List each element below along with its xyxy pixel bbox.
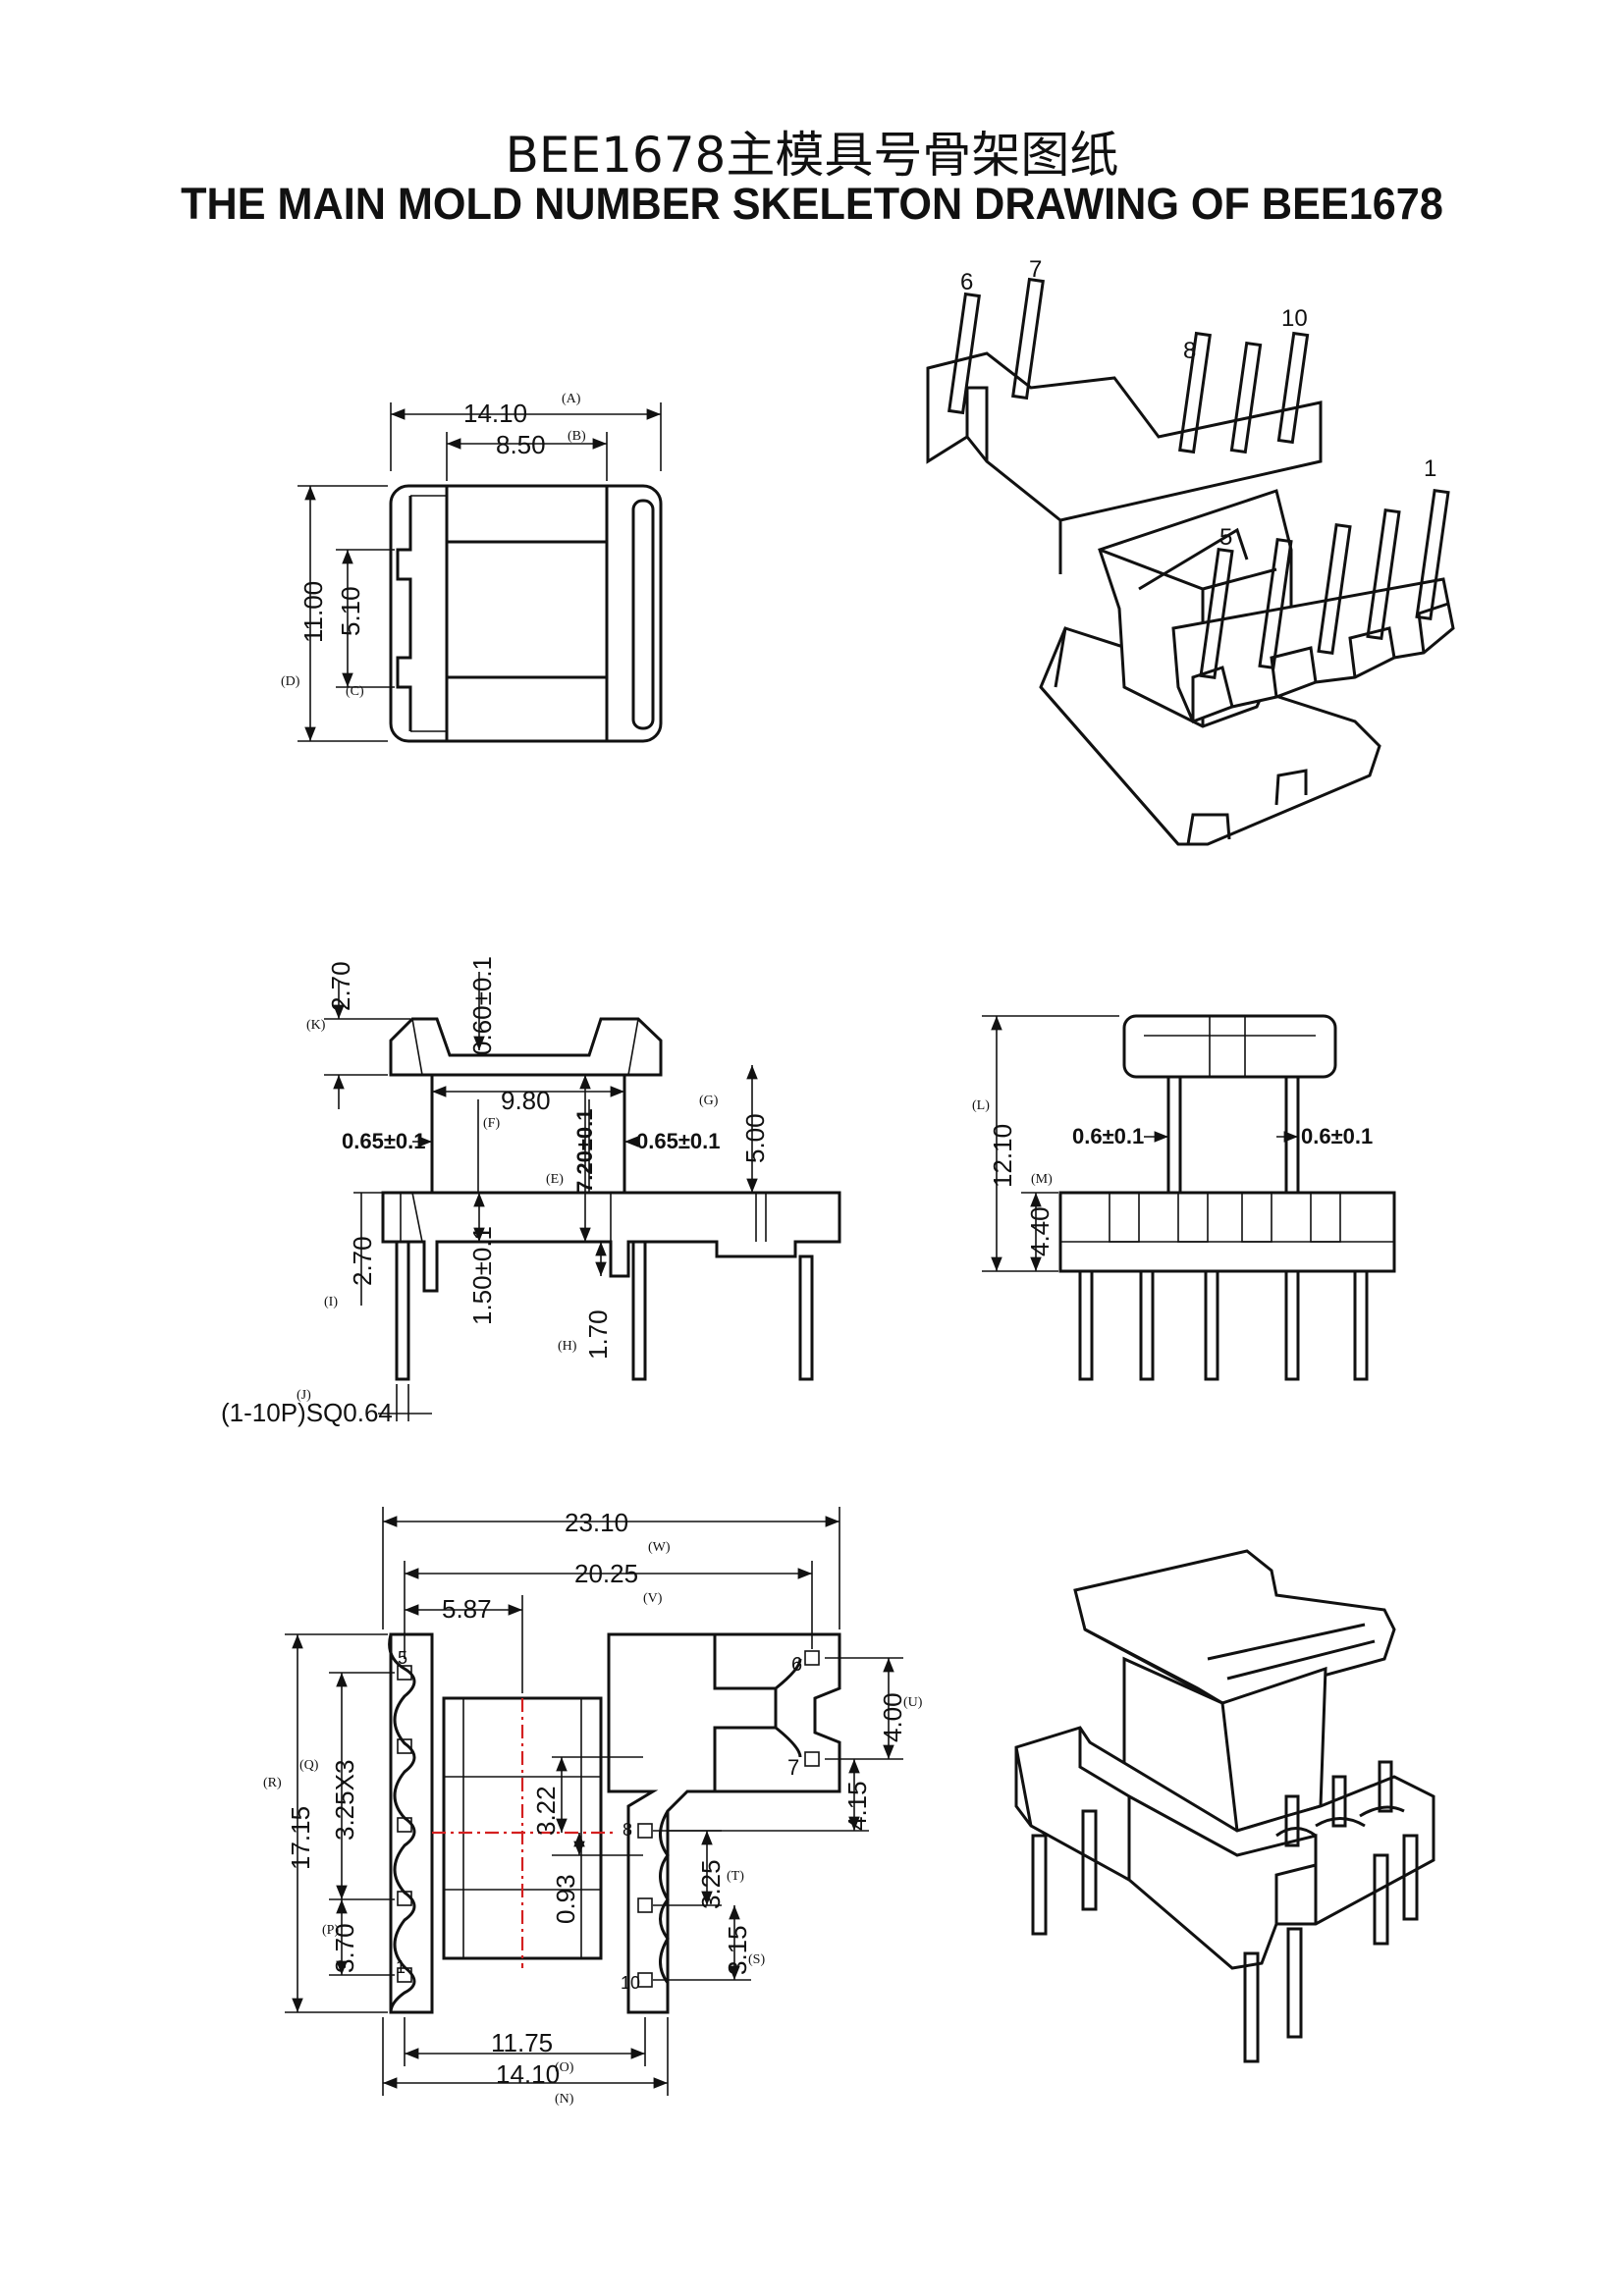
dim-bottom-total: 23.10 [565,1508,628,1537]
dim-bottom-322: 3.22 [531,1786,561,1836]
label-top-height: (D) [281,674,300,689]
top-view: 14.10 (A) 8.50 (B) 11.00 (D) 5.10 (C) [281,392,663,743]
top-view-left-flange [396,496,412,731]
label-side-total: (L) [972,1098,990,1113]
iso-bottom-pins [1031,1760,1419,2063]
label-front-flange: (K) [306,1018,326,1033]
dim-front-wall: 0.60±0.1 [467,956,497,1055]
label-bottom-height: (R) [263,1776,282,1790]
dim-bottom-093: 0.93 [551,1874,580,1924]
front-top-flange [389,1017,663,1077]
dim-front-step: 1.50±0.1 [467,1226,497,1325]
front-view: 2.70 (K) 0.60±0.1 9.80 (F) (G) 0.65±0.1 … [221,956,841,1427]
top-view-outline [389,484,663,743]
iso-top-pin-8: 8 [1183,338,1196,364]
top-view-right-flange [631,499,655,730]
iso-top-pin-row [1171,577,1455,723]
front-pin-spec: (1-10P)SQ0.64 [221,1398,393,1427]
dim-front-window: 7.20±0.1 [572,1109,597,1193]
bottom-pin-1: 1 [396,1957,406,1977]
bottom-pin-10: 10 [621,1973,640,1993]
dim-front-pin-offset: 1.70 [583,1309,613,1360]
side-view: 12.10 (L) 4.40 (M) 0.6±0.1 0.6±0.1 [972,1014,1396,1381]
label-bottom-span: (V) [643,1591,663,1606]
dim-bottom-pitch: 3.25X3 [330,1760,359,1841]
bottom-pin-8: 8 [623,1820,632,1840]
iso-top-pins [947,277,1450,680]
bottom-left-pins [397,1665,412,1983]
dim-bottom-height: 17.15 [286,1806,315,1870]
label-front-window: (E) [546,1172,564,1187]
dim-front-height: 5.00 [740,1113,770,1163]
bottom-right-pins [637,1650,820,1988]
dim-bottom-315: 3.15 [723,1925,752,1975]
bottom-pin-5: 5 [398,1648,407,1668]
dim-side-total: 12.10 [988,1124,1017,1188]
dim-bottom-span: 20.25 [574,1559,638,1588]
dim-bottom-pitch-end: 3.70 [330,1923,359,1973]
iso-top-pin-10: 10 [1281,305,1308,332]
iso-top-pin-1: 1 [1424,455,1436,482]
front-pin-right [798,1255,814,1381]
label-front-pin: (J) [297,1388,311,1403]
dim-top-slot: 5.10 [336,586,365,636]
label-front-g: (G) [699,1094,719,1108]
label-top-inner: (B) [568,429,586,444]
label-bottom-pitch-end: (P) [322,1923,339,1938]
dim-side-right-tol: 0.6±0.1 [1301,1124,1373,1148]
side-top-flange [1122,1014,1337,1079]
dim-front-flange: 2.70 [326,961,355,1011]
label-side-base: (M) [1031,1172,1053,1187]
label-bottom-315: (S) [748,1952,765,1967]
label-bottom-u: (U) [903,1695,923,1710]
side-base [1058,1191,1396,1273]
dim-front-base: 2.70 [348,1236,377,1286]
label-bottom-325: (T) [727,1869,744,1884]
bottom-right-structure [607,1632,841,2014]
label-front-pin-offset: (H) [558,1339,577,1354]
dim-side-left-tol: 0.6±0.1 [1072,1124,1144,1148]
iso-view-top: 6 7 8 10 1 5 [926,256,1455,846]
iso-top-pin-5: 5 [1219,524,1232,551]
side-pins [1078,1269,1369,1381]
label-bottom-total: (W) [648,1540,671,1555]
label-top-width: (A) [562,392,581,406]
iso-top-pin-7: 7 [1029,256,1042,283]
dim-bottom-1410: 14.10 [496,2059,560,2089]
bottom-view: 5 1 6 7 8 10 23.10 (W) 20.25 (V) 5.87 17… [263,1507,923,2107]
dim-bottom-415: 4.15 [842,1781,872,1831]
dim-bottom-offset: 5.87 [442,1594,492,1624]
dim-bottom-325: 3.25 [696,1859,726,1909]
front-pin-mid [631,1240,647,1381]
dim-side-base: 4.40 [1025,1206,1055,1256]
label-bottom-1175: (O) [555,2060,574,2075]
iso-view-bottom [1014,1549,1435,2063]
dim-bottom-u: 4.00 [878,1692,907,1742]
bottom-pin-7: 7 [787,1755,799,1780]
label-bottom-1410: (N) [555,2092,574,2107]
iso-top-pin-6: 6 [960,269,973,295]
title-chinese: BEE1678主模具号骨架图纸 [505,127,1119,184]
label-top-slot: (C) [346,684,364,699]
dim-front-right-tol: 0.65±0.1 [636,1129,720,1153]
label-front-base: (I) [324,1295,338,1309]
dim-top-width: 14.10 [463,399,527,428]
dim-front-core: 9.80 [501,1086,551,1115]
bottom-pin-6: 6 [791,1654,802,1676]
label-front-core: (F) [483,1116,500,1131]
front-pin-left [395,1240,410,1381]
dim-front-left-tol: 0.65±0.1 [342,1129,425,1153]
dim-top-inner: 8.50 [496,430,546,459]
title-english: THE MAIN MOLD NUMBER SKELETON DRAWING OF… [181,179,1443,229]
dim-top-height: 11.00 [298,581,328,643]
dim-bottom-1175: 11.75 [491,2028,553,2057]
label-bottom-pitch: (Q) [299,1758,319,1773]
